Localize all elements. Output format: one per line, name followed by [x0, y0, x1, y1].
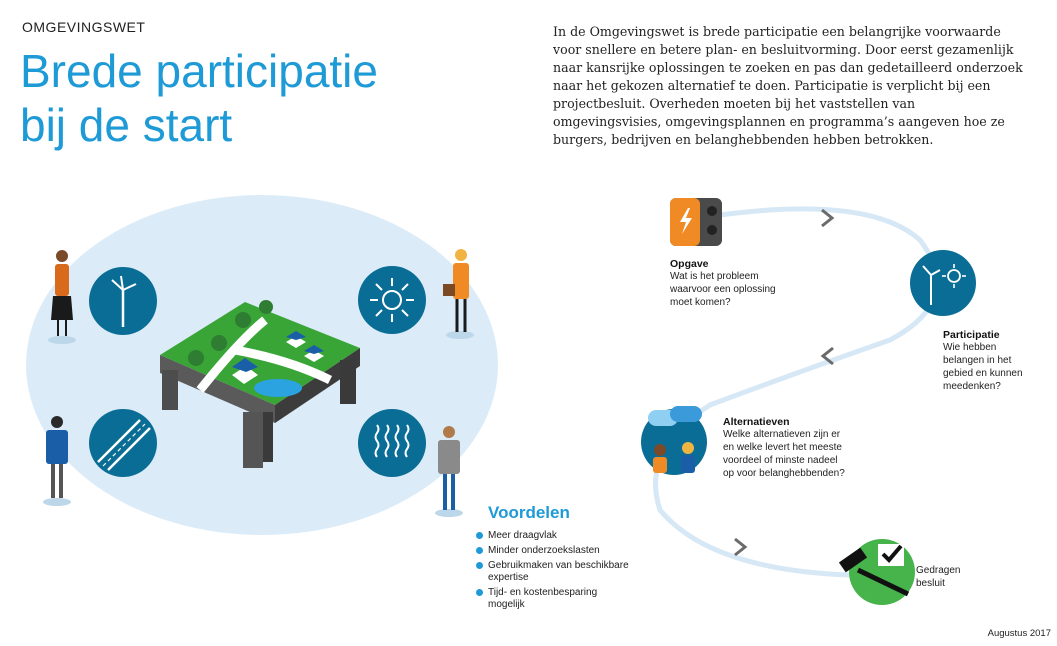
step-opgave-title: Opgave [670, 258, 709, 270]
person-woman-left [48, 250, 76, 344]
step-participatie: Participatie Wie hebben belangen in het … [943, 329, 1053, 393]
step-participatie-line: gebied en kunnen [943, 368, 1023, 379]
person-woman-right [443, 249, 474, 339]
page-title: Brede participatie bij de start [20, 44, 378, 152]
list-item: Gebruikmaken van beschikbare expertise [476, 560, 636, 584]
step-participatie-title: Participatie [943, 329, 1000, 341]
step-opgave-line: waarvoor een oplossing [670, 284, 776, 295]
flow-path [653, 206, 940, 578]
chevron-icon [820, 346, 834, 366]
list-item: Minder onderzoekslasten [476, 545, 636, 557]
step-alternatieven-title: Alternatieven [723, 416, 790, 428]
step-besluit: Gedragen besluit [916, 564, 996, 590]
step-opgave: Opgave Wat is het probleem waarvoor een … [670, 258, 810, 309]
participation-illustration [26, 195, 498, 535]
intro-paragraph: In de Omgevingswet is brede participatie… [553, 24, 1023, 147]
step-participatie-line: Wie hebben [943, 342, 997, 353]
house [232, 358, 258, 384]
discussion-icon [641, 406, 707, 475]
person-man-left [43, 416, 71, 506]
step-opgave-line: Wat is het probleem [670, 271, 759, 282]
road-icon [89, 409, 157, 477]
chevron-icon [821, 208, 835, 228]
sun-icon [358, 266, 426, 334]
person-man-right [435, 426, 463, 517]
water-icon [358, 409, 426, 477]
step-opgave-line: moet komen? [670, 297, 731, 308]
gavel-icon [838, 539, 915, 605]
step-alternatieven-line: en welke levert het meeste [723, 442, 842, 453]
step-alternatieven-line: op voor belanghebbenden? [723, 468, 845, 479]
voordelen-list: Meer draagvlak Minder onderzoekslasten G… [476, 530, 636, 614]
wind-turbine-icon [89, 267, 157, 335]
list-item: Meer draagvlak [476, 530, 636, 542]
list-item: Tijd- en kostenbesparing mogelijk [476, 587, 636, 611]
step-besluit-line: Gedragen [916, 565, 961, 576]
house [304, 345, 324, 362]
participation-energy-icon [910, 250, 976, 316]
voordelen-heading: Voordelen [488, 503, 570, 522]
step-alternatieven-line: Welke alternatieven zijn er [723, 429, 841, 440]
step-participatie-line: meedenken? [943, 381, 1001, 392]
traffic-light-icon [670, 198, 722, 246]
process-flow-diagram [641, 198, 976, 605]
landscape-table [160, 300, 360, 468]
house [286, 331, 306, 348]
step-alternatieven-line: voordeel of minste nadeel [723, 455, 838, 466]
publication-date: Augustus 2017 [987, 628, 1051, 639]
kicker-label: OMGEVINGSWET [22, 19, 146, 35]
step-alternatieven: Alternatieven Welke alternatieven zijn e… [723, 416, 893, 480]
chevron-icon [734, 537, 748, 557]
step-participatie-line: belangen in het [943, 355, 1012, 366]
step-besluit-line: besluit [916, 578, 945, 589]
title-line-1: Brede participatie [20, 45, 378, 97]
title-line-2: bij de start [20, 99, 233, 151]
